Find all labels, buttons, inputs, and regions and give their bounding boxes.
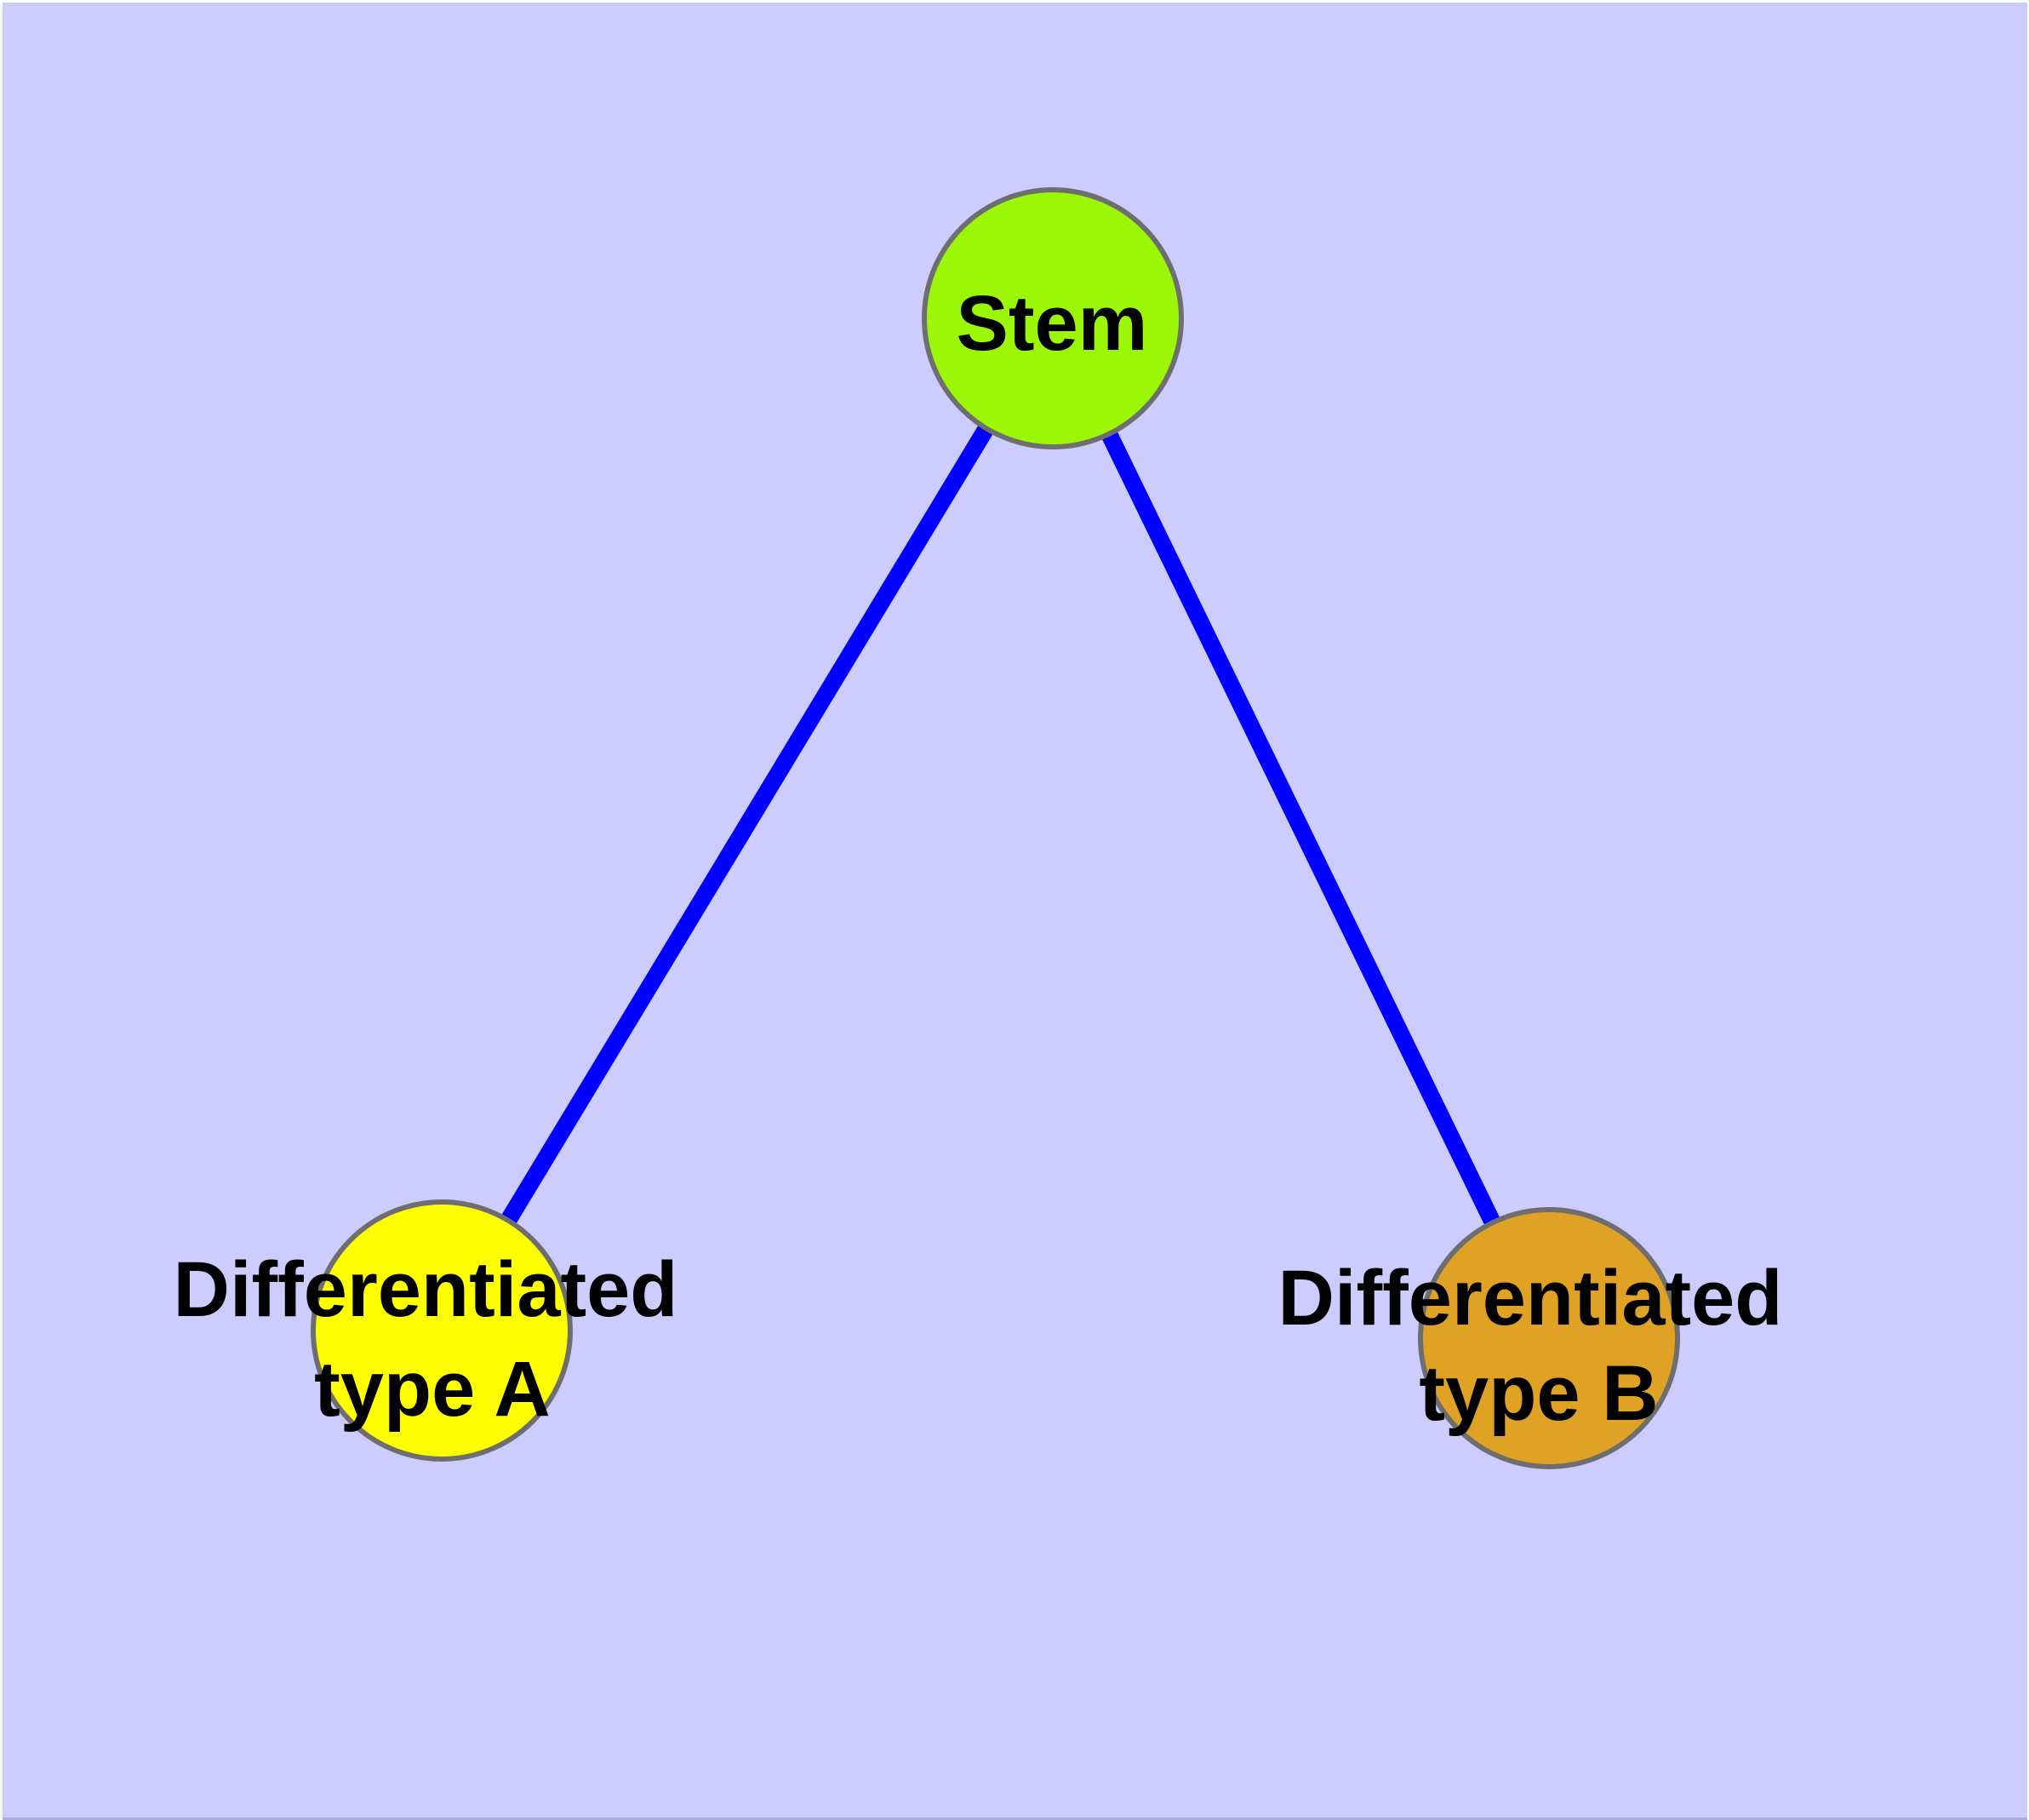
node-stem	[922, 187, 1184, 449]
bottom-edge-line	[3, 1817, 2027, 1820]
node-type-a	[311, 1199, 573, 1462]
node-label-type-b-line2: type B	[1419, 1350, 1658, 1437]
node-label-type-a-line2: type A	[314, 1346, 551, 1433]
node-label-type-b-line1: Differentiated	[1278, 1255, 1783, 1342]
node-label-stem-line1: Stem	[957, 280, 1148, 367]
edge-stem-type-b	[1045, 314, 1557, 1342]
node-label-type-a-line1: Differentiated	[174, 1246, 678, 1333]
node-type-b	[1418, 1207, 1680, 1469]
edge-stem-type-a	[434, 313, 1060, 1336]
